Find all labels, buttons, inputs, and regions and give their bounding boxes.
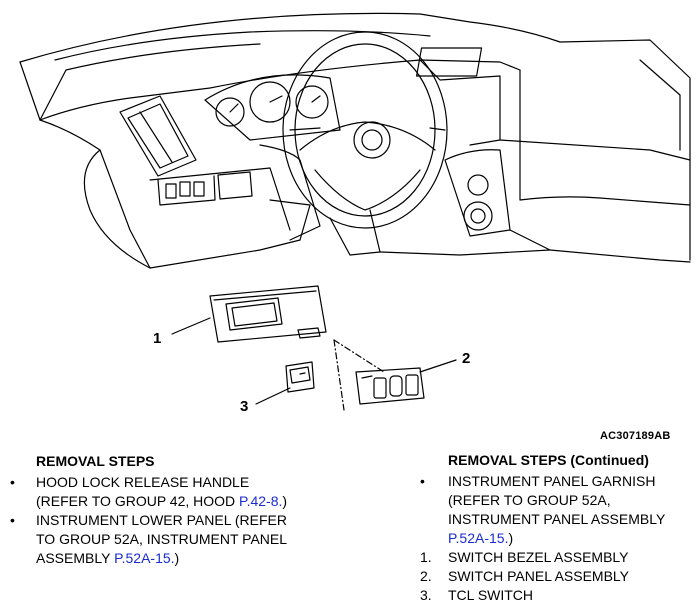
link-p-52a-15[interactable]: P.52A-15. [114,550,175,566]
step-line-tail: ) [508,530,514,546]
removal-steps-continued-bullets: INSTRUMENT PANEL GARNISH (REFER TO GROUP… [420,472,696,548]
link-p-52a-15[interactable]: P.52A-15. [448,530,509,546]
step-number: 2. [420,568,432,584]
step-switch-bezel-assembly: 1. SWITCH BEZEL ASSEMBLY [420,548,696,567]
removal-steps-title: REMOVAL STEPS [36,453,155,469]
removal-steps-continued-title: REMOVAL STEPS (Continued) [448,452,649,468]
removal-steps-numbered-list: 1. SWITCH BEZEL ASSEMBLY 2. SWITCH PANEL… [420,548,696,605]
step-hood-lock-release-handle: HOOD LOCK RELEASE HANDLE (REFER TO GROUP… [10,473,320,511]
bullet-icon [10,511,32,530]
step-line: INSTRUMENT PANEL ASSEMBLY [448,511,666,527]
step-number: 3. [420,587,432,603]
removal-steps-list: HOOD LOCK RELEASE HANDLE (REFER TO GROUP… [10,473,320,568]
step-instrument-panel-garnish: INSTRUMENT PANEL GARNISH (REFER TO GROUP… [420,472,696,548]
step-line-tail: ) [174,550,180,566]
step-line: INSTRUMENT LOWER PANEL (REFER [36,512,287,528]
step-label: TCL SWITCH [448,587,534,603]
callout-1: 1 [153,330,162,347]
step-label: SWITCH PANEL ASSEMBLY [448,568,630,584]
bullet-icon [420,472,442,491]
removal-steps-section: REMOVAL STEPS HOOD LOCK RELEASE HANDLE (… [10,452,320,568]
callout-2: 2 [462,350,471,367]
step-line: (REFER TO GROUP 52A, [448,492,611,508]
step-line: INSTRUMENT PANEL GARNISH [448,473,656,489]
figure-code: AC307189AB [600,430,671,442]
step-line: TO GROUP 52A, INSTRUMENT PANEL [36,531,288,547]
step-line-tail: ) [282,493,288,509]
step-line: (REFER TO GROUP 42, HOOD [36,493,240,509]
step-instrument-lower-panel: INSTRUMENT LOWER PANEL (REFER TO GROUP 5… [10,511,320,568]
removal-steps-continued-section: REMOVAL STEPS (Continued) INSTRUMENT PAN… [420,451,696,605]
callout-3: 3 [240,398,249,415]
step-line: HOOD LOCK RELEASE HANDLE [36,474,250,490]
bullet-icon [10,473,32,492]
link-p-42-8[interactable]: P.42-8. [239,493,283,509]
step-number: 1. [420,549,432,565]
dashboard-illustration [19,12,691,411]
step-switch-panel-assembly: 2. SWITCH PANEL ASSEMBLY [420,567,696,586]
step-line: ASSEMBLY [36,550,115,566]
step-tcl-switch: 3. TCL SWITCH [420,586,696,605]
step-label: SWITCH BEZEL ASSEMBLY [448,549,629,565]
